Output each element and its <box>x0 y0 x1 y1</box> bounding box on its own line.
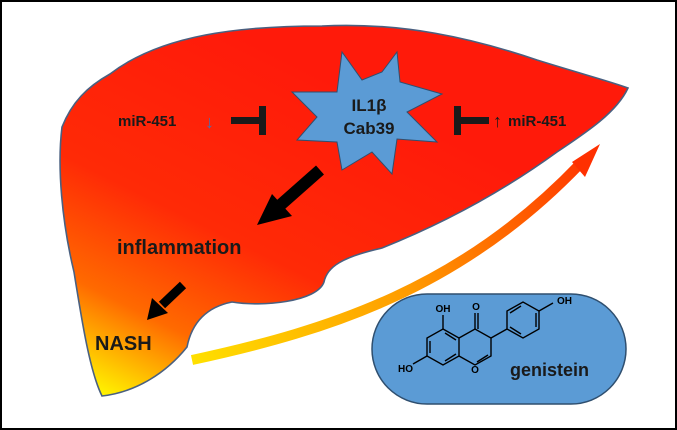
right-inhibition-symbol <box>454 106 489 135</box>
genistein-pill <box>371 293 627 405</box>
il1b-label: IL1β <box>352 96 387 115</box>
oh-top-label: OH <box>436 304 451 315</box>
mir451-right-label: miR-451 <box>508 113 566 130</box>
oh-right-label: OH <box>557 296 572 307</box>
arrow-to-nash <box>147 281 187 320</box>
ho-left-label: HO <box>398 364 413 375</box>
il1b-cab39-starburst <box>290 50 444 176</box>
genistein-effect-arrow <box>190 144 600 365</box>
mir451-up-arrow-icon: ↑ <box>493 111 502 131</box>
cab39-label: Cab39 <box>343 119 394 138</box>
ring-o-label: O <box>471 365 479 376</box>
inflammation-label: inflammation <box>117 237 241 259</box>
mir451-left-label: miR-451 <box>118 113 176 130</box>
genistein-label: genistein <box>510 360 589 380</box>
left-inhibition-symbol <box>231 106 266 135</box>
nash-label: NASH <box>95 333 152 355</box>
arrow-to-inflammation <box>257 165 324 225</box>
keto-o-label: O <box>472 302 480 313</box>
mir451-down-arrow-icon: ↓ <box>205 112 214 132</box>
genistein-structure <box>412 301 554 366</box>
